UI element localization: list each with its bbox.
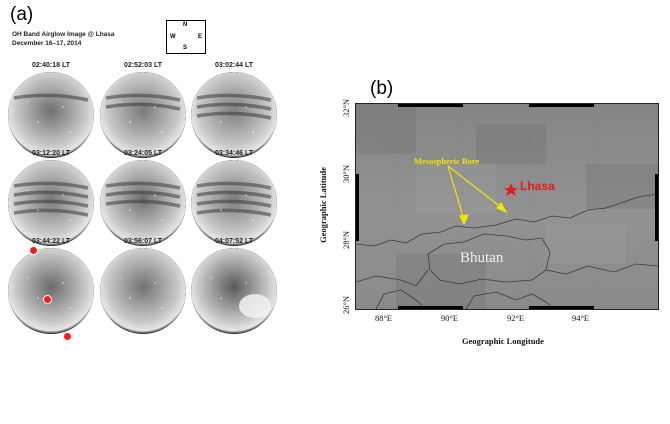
airglow-time-label: 03:24:05 LT (124, 150, 162, 157)
panel-b-label: (b) (370, 78, 394, 99)
y-tick-label: 30°N (341, 164, 351, 184)
airglow-title-line1: OH Band Airglow Image @ Lhasa (12, 31, 115, 38)
x-tick-label: 94°E (572, 313, 590, 323)
frame-bar-bottom-2 (529, 306, 594, 309)
frame-bar-top-1 (398, 104, 463, 107)
compass-south: S (183, 45, 188, 51)
x-axis-title: Geographic Longitude (462, 336, 544, 346)
map-terrain (356, 104, 658, 309)
airglow-time-label: 02:52:03 LT (124, 62, 162, 69)
y-axis-title: Geographic Latitude (318, 167, 328, 243)
airglow-time-label: 04:07:52 LT (215, 238, 253, 245)
airglow-sky-image (8, 72, 94, 158)
airglow-sky-image (191, 160, 277, 246)
regional-map: Mesospheric Bore Lhasa Bhutan (355, 103, 659, 310)
x-tick-label: 90°E (441, 313, 459, 323)
frame-bar-bottom-1 (398, 306, 463, 309)
airglow-sky-image (191, 72, 277, 158)
y-tick-label: 28°N (341, 230, 351, 250)
y-tick-label: 26°N (341, 295, 351, 315)
airglow-sky-image (100, 248, 186, 334)
airglow-sky-image (100, 160, 186, 246)
airglow-time-label: 03:56:07 LT (124, 238, 162, 245)
airglow-sky-image (191, 248, 277, 334)
bhutan-label: Bhutan (460, 250, 504, 266)
airglow-time-label: 03:44:22 LT (32, 238, 70, 245)
lhasa-label: Lhasa (520, 179, 555, 193)
compass-east: E (198, 34, 203, 40)
airglow-sky-image (100, 72, 186, 158)
frame-bar-top-2 (529, 104, 594, 107)
airglow-time-label: 02:40:18 LT (32, 62, 70, 69)
airglow-sky-image (8, 248, 94, 334)
lhasa-marker-icon (504, 183, 518, 196)
panel-a-label: (a) (10, 4, 34, 25)
y-tick-label: 32°N (341, 98, 351, 118)
airglow-sky-image (8, 160, 94, 246)
event-marker-icon (30, 247, 37, 254)
x-tick-label: 88°E (375, 313, 393, 323)
compass-north: N (183, 22, 188, 28)
compass-west: W (170, 34, 176, 40)
x-tick-label: 92°E (507, 313, 525, 323)
airglow-time-label: 03:12:20 LT (32, 150, 70, 157)
frame-bar-right (655, 174, 658, 241)
compass-rose: N W E S (166, 20, 206, 54)
airglow-time-label: 03:34:46 LT (215, 150, 253, 157)
mesospheric-bore-label: Mesospheric Bore (414, 156, 480, 166)
airglow-title-line2: December 16–17, 2014 (12, 40, 82, 47)
event-marker-icon (64, 333, 71, 340)
frame-bar-left (356, 174, 359, 241)
airglow-time-label: 03:02:44 LT (215, 62, 253, 69)
event-marker-icon (44, 296, 51, 303)
